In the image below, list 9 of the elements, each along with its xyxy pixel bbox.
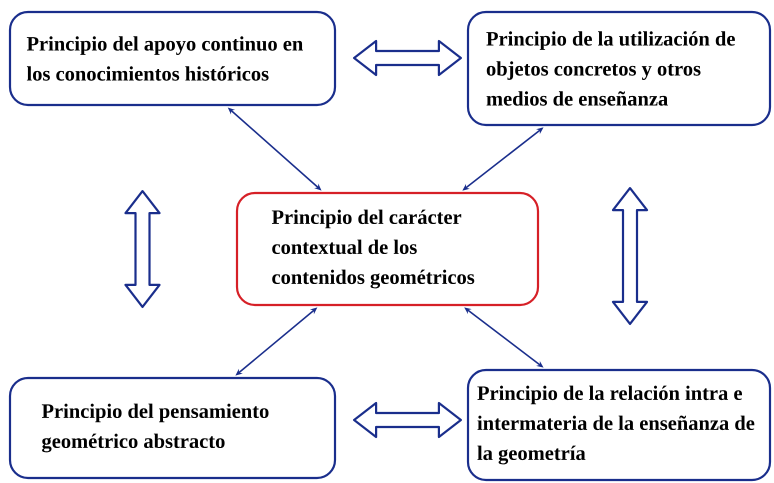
principle-box: Principio de la relación intra e intermateria de la enseñanza de la geometría [466, 368, 772, 482]
principle-box: Principio del apoyo continuo en los conocimientos históricos [8, 10, 336, 106]
hollow-arrow [353, 402, 462, 438]
hollow-arrow [612, 187, 648, 325]
principle-box: Principio de la utilización de objetos concretos y otros medios de enseñanza [466, 10, 772, 126]
hollow-arrow [353, 40, 462, 76]
hollow-arrow [124, 190, 161, 308]
principle-box: Principio del pensamiento geométrico abstracto [8, 376, 336, 480]
principle-box: Principio del carácter contextual de los contenidos geométricos [236, 192, 540, 306]
